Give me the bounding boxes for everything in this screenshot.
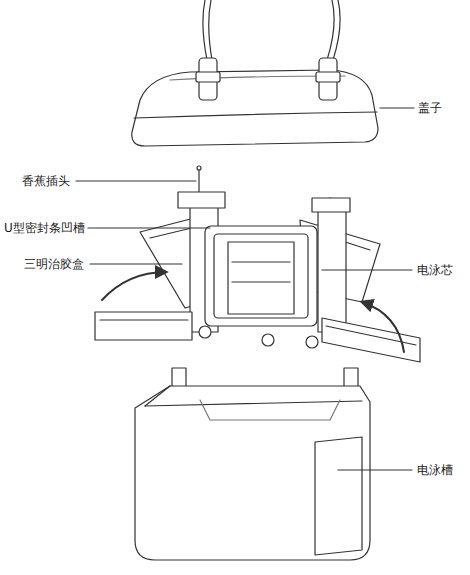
part-label: 三明治胶盒	[24, 256, 84, 272]
part-label: 香蕉插头	[22, 173, 70, 189]
part-label: 电泳芯	[417, 262, 453, 278]
part-label: 盖子	[418, 100, 442, 116]
part-label: 电泳槽	[417, 462, 453, 478]
part-label: U型密封条凹槽	[4, 220, 85, 236]
